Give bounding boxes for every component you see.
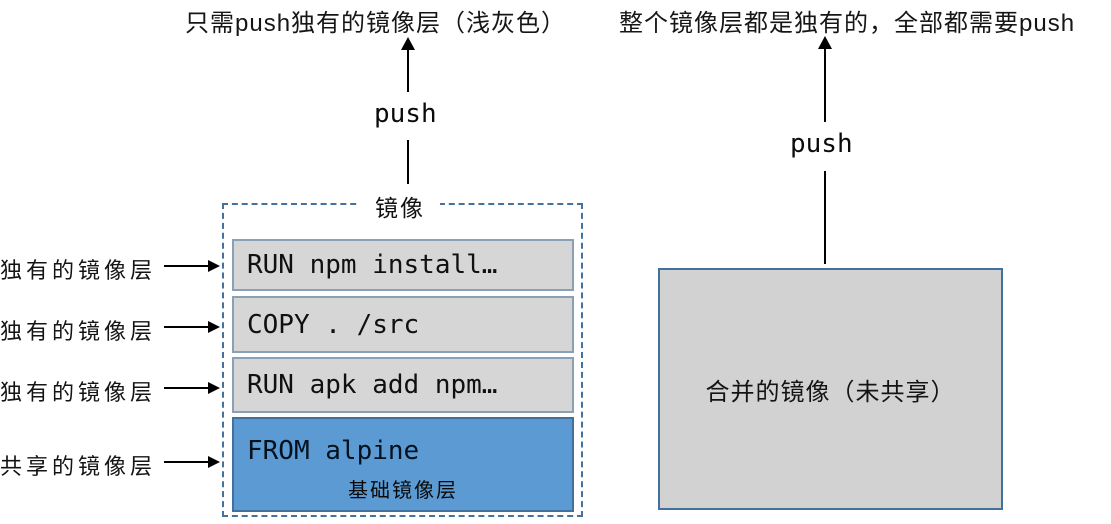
side-label-unique-1: 独有的镜像层 [0,258,157,283]
layer-command: RUN apk add npm… [247,370,498,400]
arrow-line-right-lower [824,171,826,264]
merged-image-label: 合并的镜像（未共享） [705,378,956,406]
arrow-line-left-lower [407,140,409,184]
arrowhead-up-left-icon [401,37,415,50]
layer-from-alpine: FROM alpine 基础镜像层 [232,417,574,512]
side-arrow-line-3 [164,387,209,389]
layer-run-npm-install: RUN npm install… [232,239,574,291]
arrowhead-up-right-icon [818,36,832,49]
side-label-shared: 共享的镜像层 [0,454,157,479]
layer-command: COPY . /src [247,309,420,340]
arrow-line-right-upper [824,47,826,122]
side-arrow-line-4 [164,461,209,463]
side-arrow-line-2 [164,326,209,328]
base-layer-label: 基础镜像层 [348,480,458,502]
side-arrowhead-4-icon [208,456,220,468]
layer-run-apk-add: RUN apk add npm… [232,357,574,413]
layer-copy-src: COPY . /src [232,296,574,353]
caption-all-layers: 整个镜像层都是独有的，全部都需要push [619,10,1076,37]
caption-unique-layers: 只需push独有的镜像层（浅灰色） [185,10,567,37]
side-label-unique-3: 独有的镜像层 [0,380,157,405]
layer-command: FROM alpine [247,436,420,466]
push-label-right: push [790,129,853,159]
merged-image-box: 合并的镜像（未共享） [658,268,1003,510]
side-arrowhead-1-icon [208,260,220,272]
side-arrowhead-3-icon [208,382,220,394]
side-arrowhead-2-icon [208,321,220,333]
side-label-unique-2: 独有的镜像层 [0,319,157,344]
side-arrow-line-1 [164,265,209,267]
push-label-left: push [374,99,437,129]
layer-command: RUN npm install… [247,250,498,280]
arrow-line-left-upper [407,48,409,92]
image-group-title: 镜像 [360,189,440,223]
